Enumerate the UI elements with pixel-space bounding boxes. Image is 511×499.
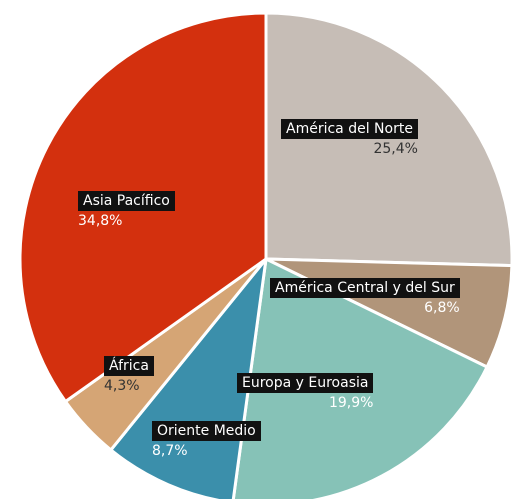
slice-name: América del Norte [281, 119, 418, 139]
slice-value: 25,4% [373, 141, 418, 157]
slice-value: 6,8% [424, 300, 460, 316]
slice-name: Asia Pacífico [78, 191, 175, 211]
label-asia-pacifico: Asia Pacífico 34,8% [78, 191, 175, 230]
slice-value: 8,7% [152, 443, 188, 459]
label-europa-y-euroasia: Europa y Euroasia 19,9% [237, 373, 374, 412]
label-oriente-medio: Oriente Medio 8,7% [152, 421, 261, 460]
slice-value: 34,8% [78, 213, 123, 229]
label-america-central-y-del-sur: América Central y del Sur 6,8% [270, 278, 460, 317]
label-america-del-norte: América del Norte 25,4% [281, 119, 418, 158]
slice-name: América Central y del Sur [270, 278, 460, 298]
slice-name: África [104, 356, 154, 376]
label-africa: África 4,3% [104, 356, 154, 395]
slice-value: 4,3% [104, 378, 140, 394]
slice-name: Europa y Euroasia [237, 373, 374, 393]
slice-value: 19,9% [328, 395, 374, 411]
pie-slice-0 [264, 11, 511, 268]
slice-name: Oriente Medio [152, 421, 261, 441]
